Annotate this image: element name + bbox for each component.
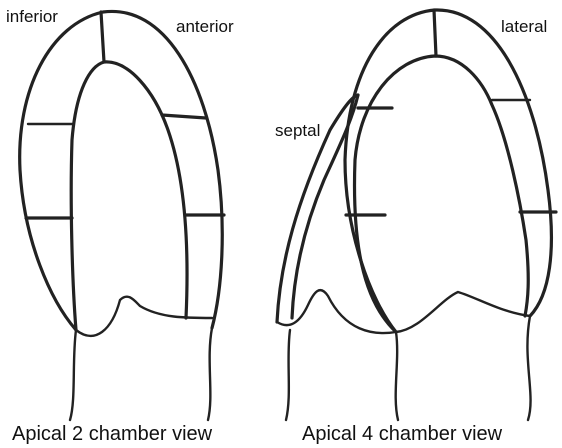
label-inferior: inferior bbox=[6, 8, 58, 25]
a2c-seg-line-apex bbox=[101, 12, 104, 62]
a4c-base-curve bbox=[277, 290, 530, 333]
apical-4-chamber-diagram bbox=[277, 10, 556, 420]
a2c-inner-wall bbox=[71, 62, 187, 330]
label-septal: septal bbox=[275, 122, 320, 139]
a4c-seg-line-apex bbox=[434, 10, 436, 56]
a2c-base-curve bbox=[76, 297, 212, 336]
caption-apical-2-chamber: Apical 2 chamber view bbox=[12, 424, 212, 444]
apical-2-chamber-diagram bbox=[20, 11, 224, 420]
a2c-vessel-right bbox=[208, 328, 212, 420]
label-lateral: lateral bbox=[501, 18, 547, 35]
a2c-outer-wall bbox=[20, 11, 223, 330]
a4c-inner-wall bbox=[354, 56, 528, 332]
a2c-seg-line-ant-upper bbox=[162, 115, 206, 118]
label-anterior: anterior bbox=[176, 18, 234, 35]
a4c-vessel-left bbox=[286, 330, 290, 420]
a2c-vessel-left bbox=[70, 330, 76, 420]
caption-apical-4-chamber: Apical 4 chamber view bbox=[302, 424, 502, 444]
a4c-vessel-mid bbox=[396, 332, 398, 420]
a4c-vessel-right bbox=[527, 316, 530, 420]
